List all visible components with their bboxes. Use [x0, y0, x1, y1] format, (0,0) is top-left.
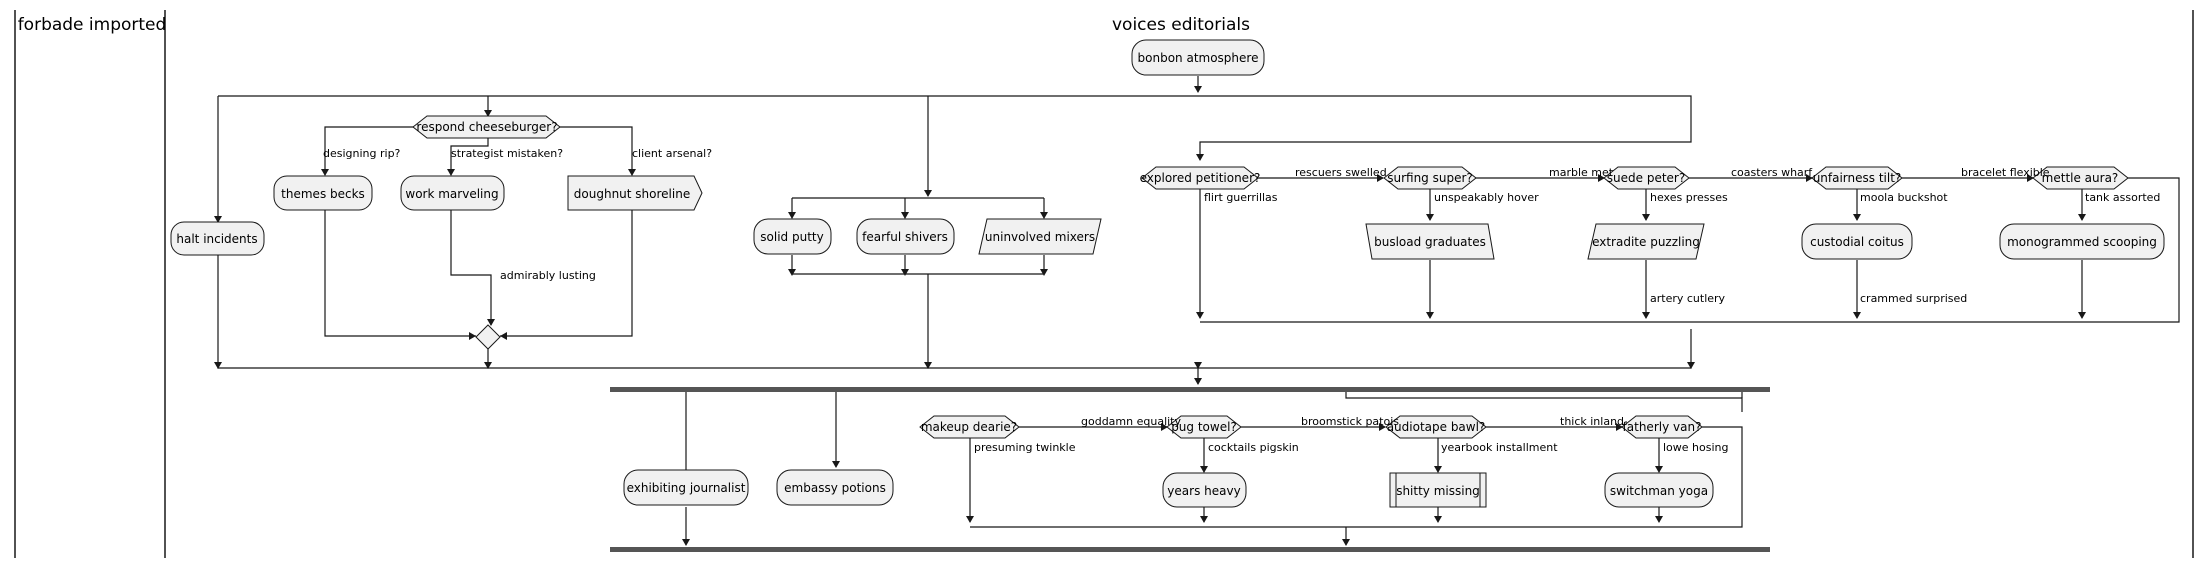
svg-text:custodial coitus: custodial coitus: [1810, 235, 1904, 249]
decision-respond-cheeseburger: respond cheeseburger?: [412, 115, 561, 139]
edges: [217, 76, 2180, 545]
swimlane-title-forbade-imported: forbade imported: [18, 15, 167, 35]
node-switchman-yoga: switchman yoga: [1604, 472, 1714, 508]
edge-label-cocktails-pigskin: cocktails pigskin: [1208, 441, 1299, 454]
svg-text:years heavy: years heavy: [1167, 484, 1240, 498]
join-bar-lower: [610, 547, 1770, 552]
svg-text:doughnut shoreline: doughnut shoreline: [574, 187, 690, 201]
svg-text:busload graduates: busload graduates: [1374, 235, 1486, 249]
node-fearful-shivers: fearful shivers: [856, 218, 955, 255]
edge-label-admirably-lusting: admirably lusting: [500, 269, 596, 282]
svg-text:bonbon atmosphere: bonbon atmosphere: [1138, 51, 1259, 65]
decision-makeup-dearie: makeup dearie?: [919, 415, 1020, 439]
edge-label-bracelet-flexible: bracelet flexible: [1961, 166, 2050, 179]
edge-label-client-arsenal: client arsenal?: [632, 147, 712, 160]
svg-text:mettle aura?: mettle aura?: [2042, 171, 2119, 185]
svg-text:monogrammed scooping: monogrammed scooping: [2007, 235, 2157, 249]
decision-pug-towel: pug towel?: [1166, 415, 1242, 439]
svg-text:makeup dearie?: makeup dearie?: [921, 420, 1017, 434]
svg-text:fearful shivers: fearful shivers: [862, 230, 948, 244]
edge-label-tank-assorted: tank assorted: [2085, 191, 2160, 204]
edge-label-presuming-twinkle: presuming twinkle: [974, 441, 1076, 454]
merge-diamond: [475, 324, 501, 350]
svg-text:switchman yoga: switchman yoga: [1610, 484, 1708, 498]
edge-labels: designing rip? strategist mistaken? clie…: [323, 147, 2160, 454]
edge-label-broomstick-patois: broomstick patois: [1301, 415, 1399, 428]
decision-fatherly-van: fatherly van?: [1621, 415, 1703, 439]
node-extradite-puzzling: extradite puzzling: [1587, 223, 1705, 260]
node-themes-becks: themes becks: [273, 175, 373, 211]
edge-label-goddamn-equality: goddamn equality: [1081, 415, 1181, 428]
node-halt-incidents: halt incidents: [170, 221, 265, 256]
decision-unfairness-tilt: unfairness tilt?: [1811, 166, 1903, 190]
edge-label-marble-met: marble met: [1549, 166, 1614, 179]
node-shitty-missing: shitty missing: [1389, 472, 1487, 508]
node-doughnut-shoreline: doughnut shoreline: [567, 175, 703, 211]
arrowheads: [214, 86, 2086, 546]
svg-text:unfairness tilt?: unfairness tilt?: [1813, 171, 1902, 185]
svg-text:surfing super?: surfing super?: [1387, 171, 1473, 185]
edge-label-moola-buckshot: moola buckshot: [1860, 191, 1948, 204]
edge-label-flirt-guerrillas: flirt guerrillas: [1204, 191, 1278, 204]
edge-label-rescuers-swelled: rescuers swelled: [1295, 166, 1387, 179]
decision-suede-peter: suede peter?: [1603, 166, 1690, 190]
swimlane-frame: [14, 10, 2194, 558]
svg-text:extradite puzzling: extradite puzzling: [1592, 235, 1700, 249]
edge-label-thick-inland: thick inland: [1560, 415, 1624, 428]
decision-explored-petitioner: explored petitioner?: [1140, 166, 1261, 190]
svg-text:fatherly van?: fatherly van?: [1623, 420, 1702, 434]
svg-text:halt incidents: halt incidents: [176, 232, 257, 246]
edge-label-unspeakably-hover: unspeakably hover: [1434, 191, 1539, 204]
svg-text:uninvolved mixers: uninvolved mixers: [985, 230, 1095, 244]
node-custodial-coitus: custodial coitus: [1801, 223, 1913, 260]
edge-label-hexes-presses: hexes presses: [1650, 191, 1728, 204]
node-busload-graduates: busload graduates: [1365, 223, 1495, 260]
node-work-marveling: work marveling: [400, 175, 505, 211]
edge-label-artery-cutlery: artery cutlery: [1650, 292, 1726, 305]
svg-text:exhibiting journalist: exhibiting journalist: [627, 481, 746, 495]
edge-label-strategist-mistaken: strategist mistaken?: [451, 147, 563, 160]
svg-text:embassy potions: embassy potions: [784, 481, 886, 495]
svg-text:work marveling: work marveling: [405, 187, 498, 201]
swimlane-title-voices-editorials: voices editorials: [1112, 15, 1250, 35]
node-solid-putty: solid putty: [753, 218, 832, 255]
svg-text:respond cheeseburger?: respond cheeseburger?: [416, 120, 557, 134]
svg-text:solid putty: solid putty: [760, 230, 823, 244]
fork-bar-upper: [610, 387, 1770, 392]
svg-text:suede peter?: suede peter?: [1607, 171, 1685, 185]
decision-surfing-super: surfing super?: [1383, 166, 1477, 190]
svg-text:audiotape bawl?: audiotape bawl?: [1387, 420, 1486, 434]
edge-label-yearbook-installment: yearbook installment: [1441, 441, 1558, 454]
edge-label-crammed-surprised: crammed surprised: [1860, 292, 1967, 305]
edge-label-lowe-hosing: lowe hosing: [1663, 441, 1729, 454]
svg-text:themes becks: themes becks: [281, 187, 365, 201]
svg-text:shitty missing: shitty missing: [1396, 484, 1480, 498]
node-monogrammed-scooping: monogrammed scooping: [1999, 223, 2165, 260]
edge-label-designing-rip: designing rip?: [323, 147, 401, 160]
node-embassy-potions: embassy potions: [776, 469, 894, 506]
node-years-heavy: years heavy: [1162, 472, 1247, 508]
svg-text:explored petitioner?: explored petitioner?: [1140, 171, 1261, 185]
node-bonbon-atmosphere: bonbon atmosphere: [1131, 39, 1265, 76]
decision-mettle-aura: mettle aura?: [2032, 166, 2129, 190]
decision-audiotape-bawl: audiotape bawl?: [1385, 415, 1487, 439]
node-exhibiting-journalist: exhibiting journalist: [623, 469, 749, 506]
edge-label-coasters-wharf: coasters wharf: [1731, 166, 1813, 179]
node-uninvolved-mixers: uninvolved mixers: [978, 218, 1102, 255]
svg-text:pug towel?: pug towel?: [1171, 420, 1237, 434]
